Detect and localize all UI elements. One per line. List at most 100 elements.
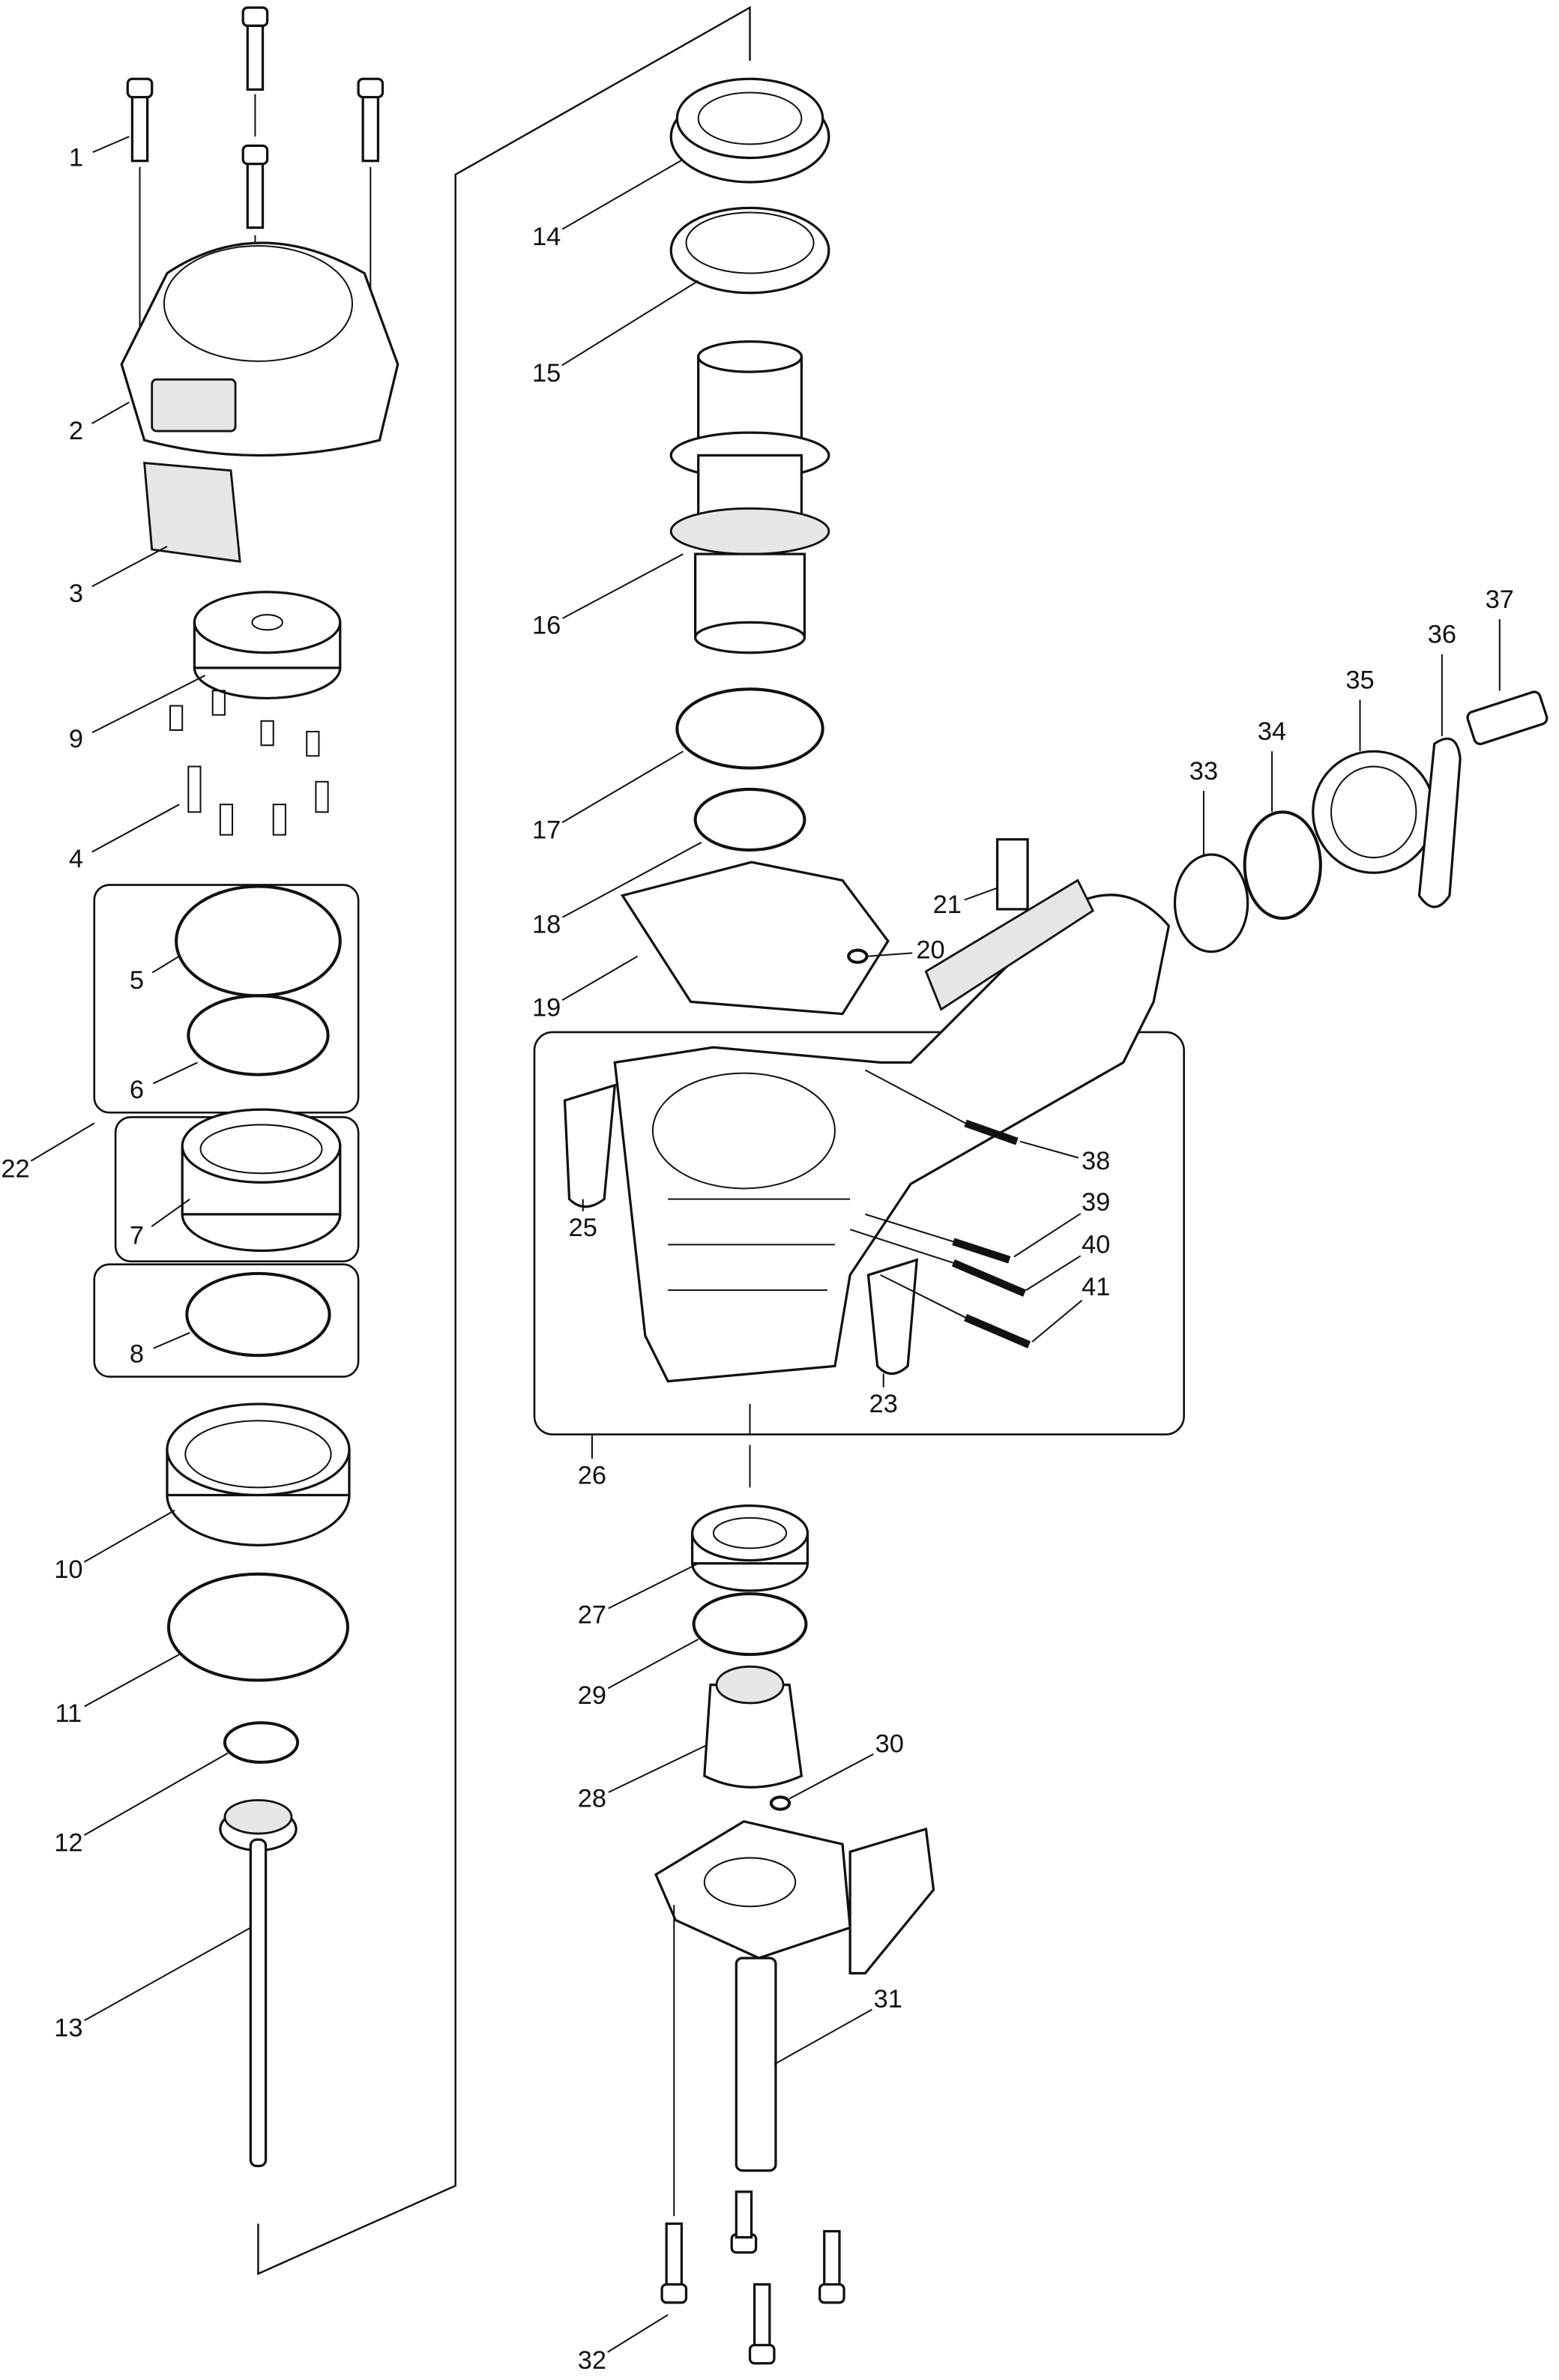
leader-line bbox=[788, 1753, 874, 1800]
part-number-label: 10 bbox=[54, 1555, 82, 1584]
part-number-label: 17 bbox=[532, 816, 561, 845]
part-number-label: 39 bbox=[1082, 1188, 1110, 1217]
driver-blade-icon bbox=[219, 1799, 298, 2168]
springs-icon bbox=[169, 690, 329, 836]
cylinder-ring-icon bbox=[181, 1108, 342, 1253]
leader-line bbox=[30, 1122, 95, 1162]
leader-line bbox=[561, 280, 699, 367]
o-ring-20-icon bbox=[847, 948, 869, 964]
part-number-label: 40 bbox=[1082, 1231, 1110, 1259]
o-ring-18-icon bbox=[693, 787, 806, 852]
leader-line bbox=[153, 1331, 190, 1349]
part-number-label: 20 bbox=[916, 936, 944, 965]
leader-line bbox=[91, 675, 206, 734]
o-ring-12-icon bbox=[223, 1721, 300, 1764]
part-number-label: 16 bbox=[532, 611, 561, 639]
leader-line bbox=[1013, 1213, 1082, 1258]
part-number-label: 13 bbox=[54, 2013, 82, 2042]
part-number-label: 4 bbox=[69, 845, 83, 873]
leader-line bbox=[964, 887, 998, 901]
part-number-label: 37 bbox=[1486, 585, 1514, 614]
sleeve-28-icon bbox=[703, 1665, 803, 1789]
leader-line bbox=[91, 804, 180, 853]
top-cap-icon bbox=[120, 241, 399, 457]
part-number-label: 31 bbox=[874, 1985, 902, 2013]
ring-10-icon bbox=[166, 1403, 351, 1546]
filter-33-icon bbox=[1173, 853, 1249, 953]
part-number-label: 30 bbox=[875, 1730, 904, 1759]
part-number-label: 1 bbox=[69, 144, 83, 172]
leader-line bbox=[608, 1744, 707, 1793]
part-number-label: 33 bbox=[1189, 757, 1218, 786]
part-number-label: 3 bbox=[69, 579, 83, 608]
o-ring-17-icon bbox=[675, 687, 824, 770]
screws-32-icon bbox=[660, 1905, 845, 2365]
leader-line bbox=[562, 841, 702, 918]
leader-line bbox=[607, 1638, 699, 1690]
assembly-boundary-line bbox=[257, 6, 751, 2276]
group-box-26 bbox=[533, 1031, 1185, 1435]
screw-icon bbox=[126, 6, 385, 433]
part-number-label: 5 bbox=[130, 966, 144, 995]
part-number-label: 23 bbox=[869, 1390, 898, 1418]
part-number-label: 41 bbox=[1082, 1273, 1110, 1301]
part-number-label: 9 bbox=[69, 725, 83, 753]
pins-icon bbox=[849, 1069, 1031, 1349]
o-ring-34-icon bbox=[1243, 810, 1322, 921]
gasket-19-icon bbox=[620, 861, 890, 1016]
body-housing-icon bbox=[613, 879, 1171, 1383]
part-number-label: 18 bbox=[532, 910, 561, 939]
gasket-6-icon bbox=[187, 994, 330, 1076]
part-number-label: 26 bbox=[578, 1461, 606, 1489]
o-ring-29-icon bbox=[692, 1592, 808, 1657]
leader-line bbox=[151, 955, 180, 974]
part-number-label: 22 bbox=[1, 1154, 29, 1183]
part-number-label: 35 bbox=[1345, 666, 1374, 694]
retainer-15-icon bbox=[669, 206, 830, 295]
hook-36-icon bbox=[1417, 737, 1462, 909]
part-number-label: 6 bbox=[130, 1076, 144, 1104]
leader-line bbox=[83, 1509, 175, 1563]
part-number-label: 25 bbox=[569, 1214, 597, 1242]
cap-35-icon bbox=[1312, 750, 1436, 874]
cylinder-16-icon bbox=[669, 340, 830, 654]
bumper-27-icon bbox=[690, 1504, 809, 1592]
leader-line bbox=[868, 952, 913, 957]
part-number-label: 21 bbox=[933, 891, 962, 919]
leader-line bbox=[91, 546, 168, 588]
part-number-label: 11 bbox=[55, 1699, 82, 1728]
bumper-14-icon bbox=[669, 77, 830, 184]
leader-line bbox=[774, 2008, 873, 2065]
part-number-label: 12 bbox=[54, 1828, 82, 1857]
part-number-label: 14 bbox=[532, 223, 561, 251]
fitting-37-icon bbox=[1466, 690, 1549, 746]
leader-line bbox=[152, 1061, 198, 1085]
part-number-label: 27 bbox=[578, 1601, 606, 1630]
pad-icon bbox=[143, 462, 241, 563]
leader-line bbox=[84, 1926, 251, 2022]
part-number-label: 28 bbox=[578, 1785, 606, 1813]
leader-line bbox=[92, 136, 130, 153]
leader-line bbox=[83, 1752, 229, 1837]
leader-line bbox=[561, 750, 684, 824]
valve-piston-icon bbox=[193, 591, 342, 700]
part-number-label: 8 bbox=[130, 1340, 144, 1368]
label-23-icon bbox=[866, 1258, 919, 1376]
leader-line bbox=[1019, 1140, 1079, 1159]
leader-line bbox=[607, 2314, 669, 2353]
part-number-label: 19 bbox=[532, 994, 561, 1022]
leader-line bbox=[91, 401, 130, 424]
part-number-label: 32 bbox=[578, 2346, 606, 2375]
gasket-5-icon bbox=[175, 885, 342, 998]
group-box-22-bottom bbox=[93, 1263, 360, 1378]
nose-31-icon bbox=[654, 1820, 935, 2172]
part-number-label: 15 bbox=[532, 359, 561, 388]
leader-line bbox=[561, 158, 684, 230]
part-number-label: 34 bbox=[1258, 717, 1286, 746]
part-labels: 1234567891011121314151617181920212223252… bbox=[1, 136, 1514, 2375]
label-25-icon bbox=[563, 1083, 617, 1208]
o-ring-11-icon bbox=[166, 1572, 349, 1682]
part-number-label: 29 bbox=[578, 1681, 606, 1710]
o-ring-30-icon bbox=[769, 1795, 791, 1811]
